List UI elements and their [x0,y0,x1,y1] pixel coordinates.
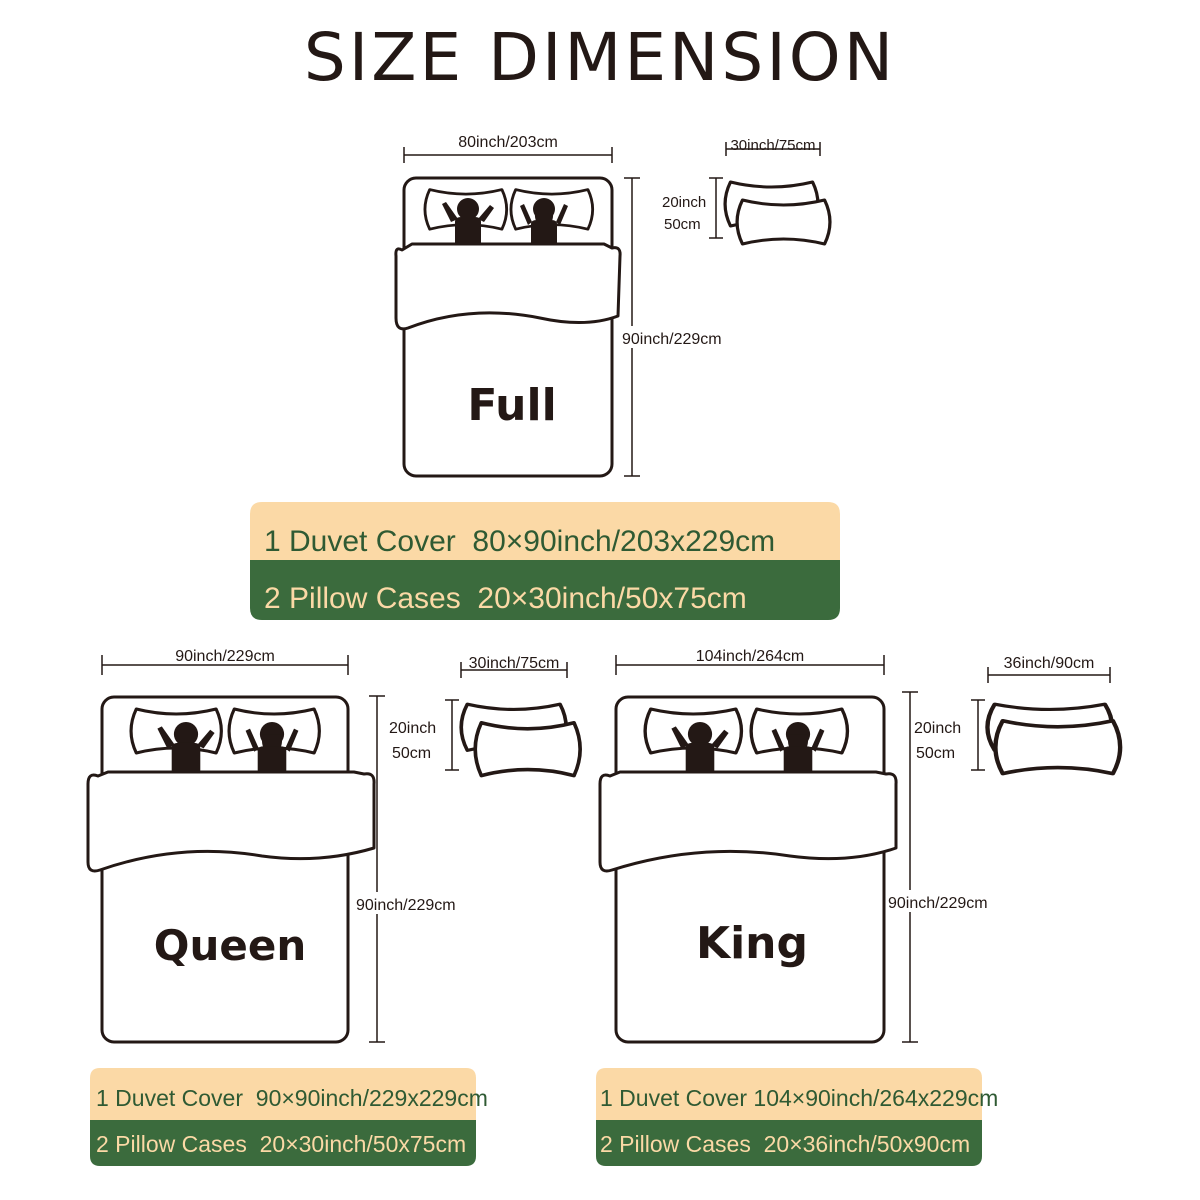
pillow-height-cm-label: 50cm [664,216,701,233]
pillow-height-inch-label: 20inch [389,720,436,737]
duvet-icon [598,770,898,873]
duvet-spec-text: 1 Duvet Cover 80×90inch/203x229cm [264,525,775,558]
bed-width-label: 90inch/229cm [175,648,275,665]
bed-length-label: 90inch/229cm [888,895,988,912]
pillow-width-label: 30inch/75cm [730,137,815,154]
king-spec-box: 1 Duvet Cover 104×90inch/264x229cm 2 Pil… [596,1068,998,1166]
queen-bed-diagram: 90inch/229cm 90inch/229cm Queen [86,648,476,1044]
page-title: SIZE DIMENSION [304,19,896,96]
full-bed-diagram: 80inch/203cm 90inch/229cm Full [394,134,728,478]
pillow-spec-text: 2 Pillow Cases 20×30inch/50x75cm [96,1131,466,1157]
duvet-spec-text: 1 Duvet Cover 90×90inch/229x229cm [96,1085,488,1111]
full-spec-box: 1 Duvet Cover 80×90inch/203x229cm 2 Pill… [250,502,840,620]
pillow-height-cm-label: 50cm [392,745,431,762]
bed-size-name: Full [467,380,556,431]
duvet-icon [394,242,622,331]
pillow-icon [995,721,1120,774]
bed-width-dimension: 80inch/203cm [403,134,613,163]
pillow-icon [473,720,582,778]
queen-pillow-detail: 30inch/75cm 20inch 50cm [388,655,582,778]
duvet-icon [86,770,376,873]
pillow-spec-text: 2 Pillow Cases 20×36inch/50x90cm [600,1131,970,1157]
pillow-width-label: 30inch/75cm [469,655,560,672]
king-bed-diagram: 104inch/264cm 90inch/229cm King [598,648,1010,1044]
bed-size-name: Queen [154,921,306,970]
bed-length-dimension: 90inch/229cm [354,695,476,1043]
pillow-width-label: 36inch/90cm [1004,655,1095,672]
pillow-height-inch-label: 20inch [914,720,961,737]
pillow-height-inch-label: 20inch [662,194,706,211]
bed-size-name: King [696,918,808,969]
bed-width-dimension: 90inch/229cm [101,648,349,675]
bed-length-label: 90inch/229cm [356,897,456,914]
bed-length-dimension: 90inch/229cm [886,691,1010,1043]
queen-spec-box: 1 Duvet Cover 90×90inch/229x229cm 2 Pill… [90,1068,488,1166]
pillow-icon [735,198,832,246]
bed-length-label: 90inch/229cm [622,331,722,348]
duvet-spec-text: 1 Duvet Cover 104×90inch/264x229cm [600,1085,998,1111]
full-pillow-detail: 30inch/75cm 20inch 50cm [660,137,832,246]
bed-width-label: 104inch/264cm [696,648,805,665]
king-pillow-detail: 36inch/90cm 20inch 50cm [912,655,1120,774]
bed-width-label: 80inch/203cm [458,134,558,151]
pillow-height-cm-label: 50cm [916,745,955,762]
pillow-spec-text: 2 Pillow Cases 20×30inch/50x75cm [264,582,747,615]
bed-length-dimension: 90inch/229cm [618,177,728,477]
bed-width-dimension: 104inch/264cm [615,648,885,675]
